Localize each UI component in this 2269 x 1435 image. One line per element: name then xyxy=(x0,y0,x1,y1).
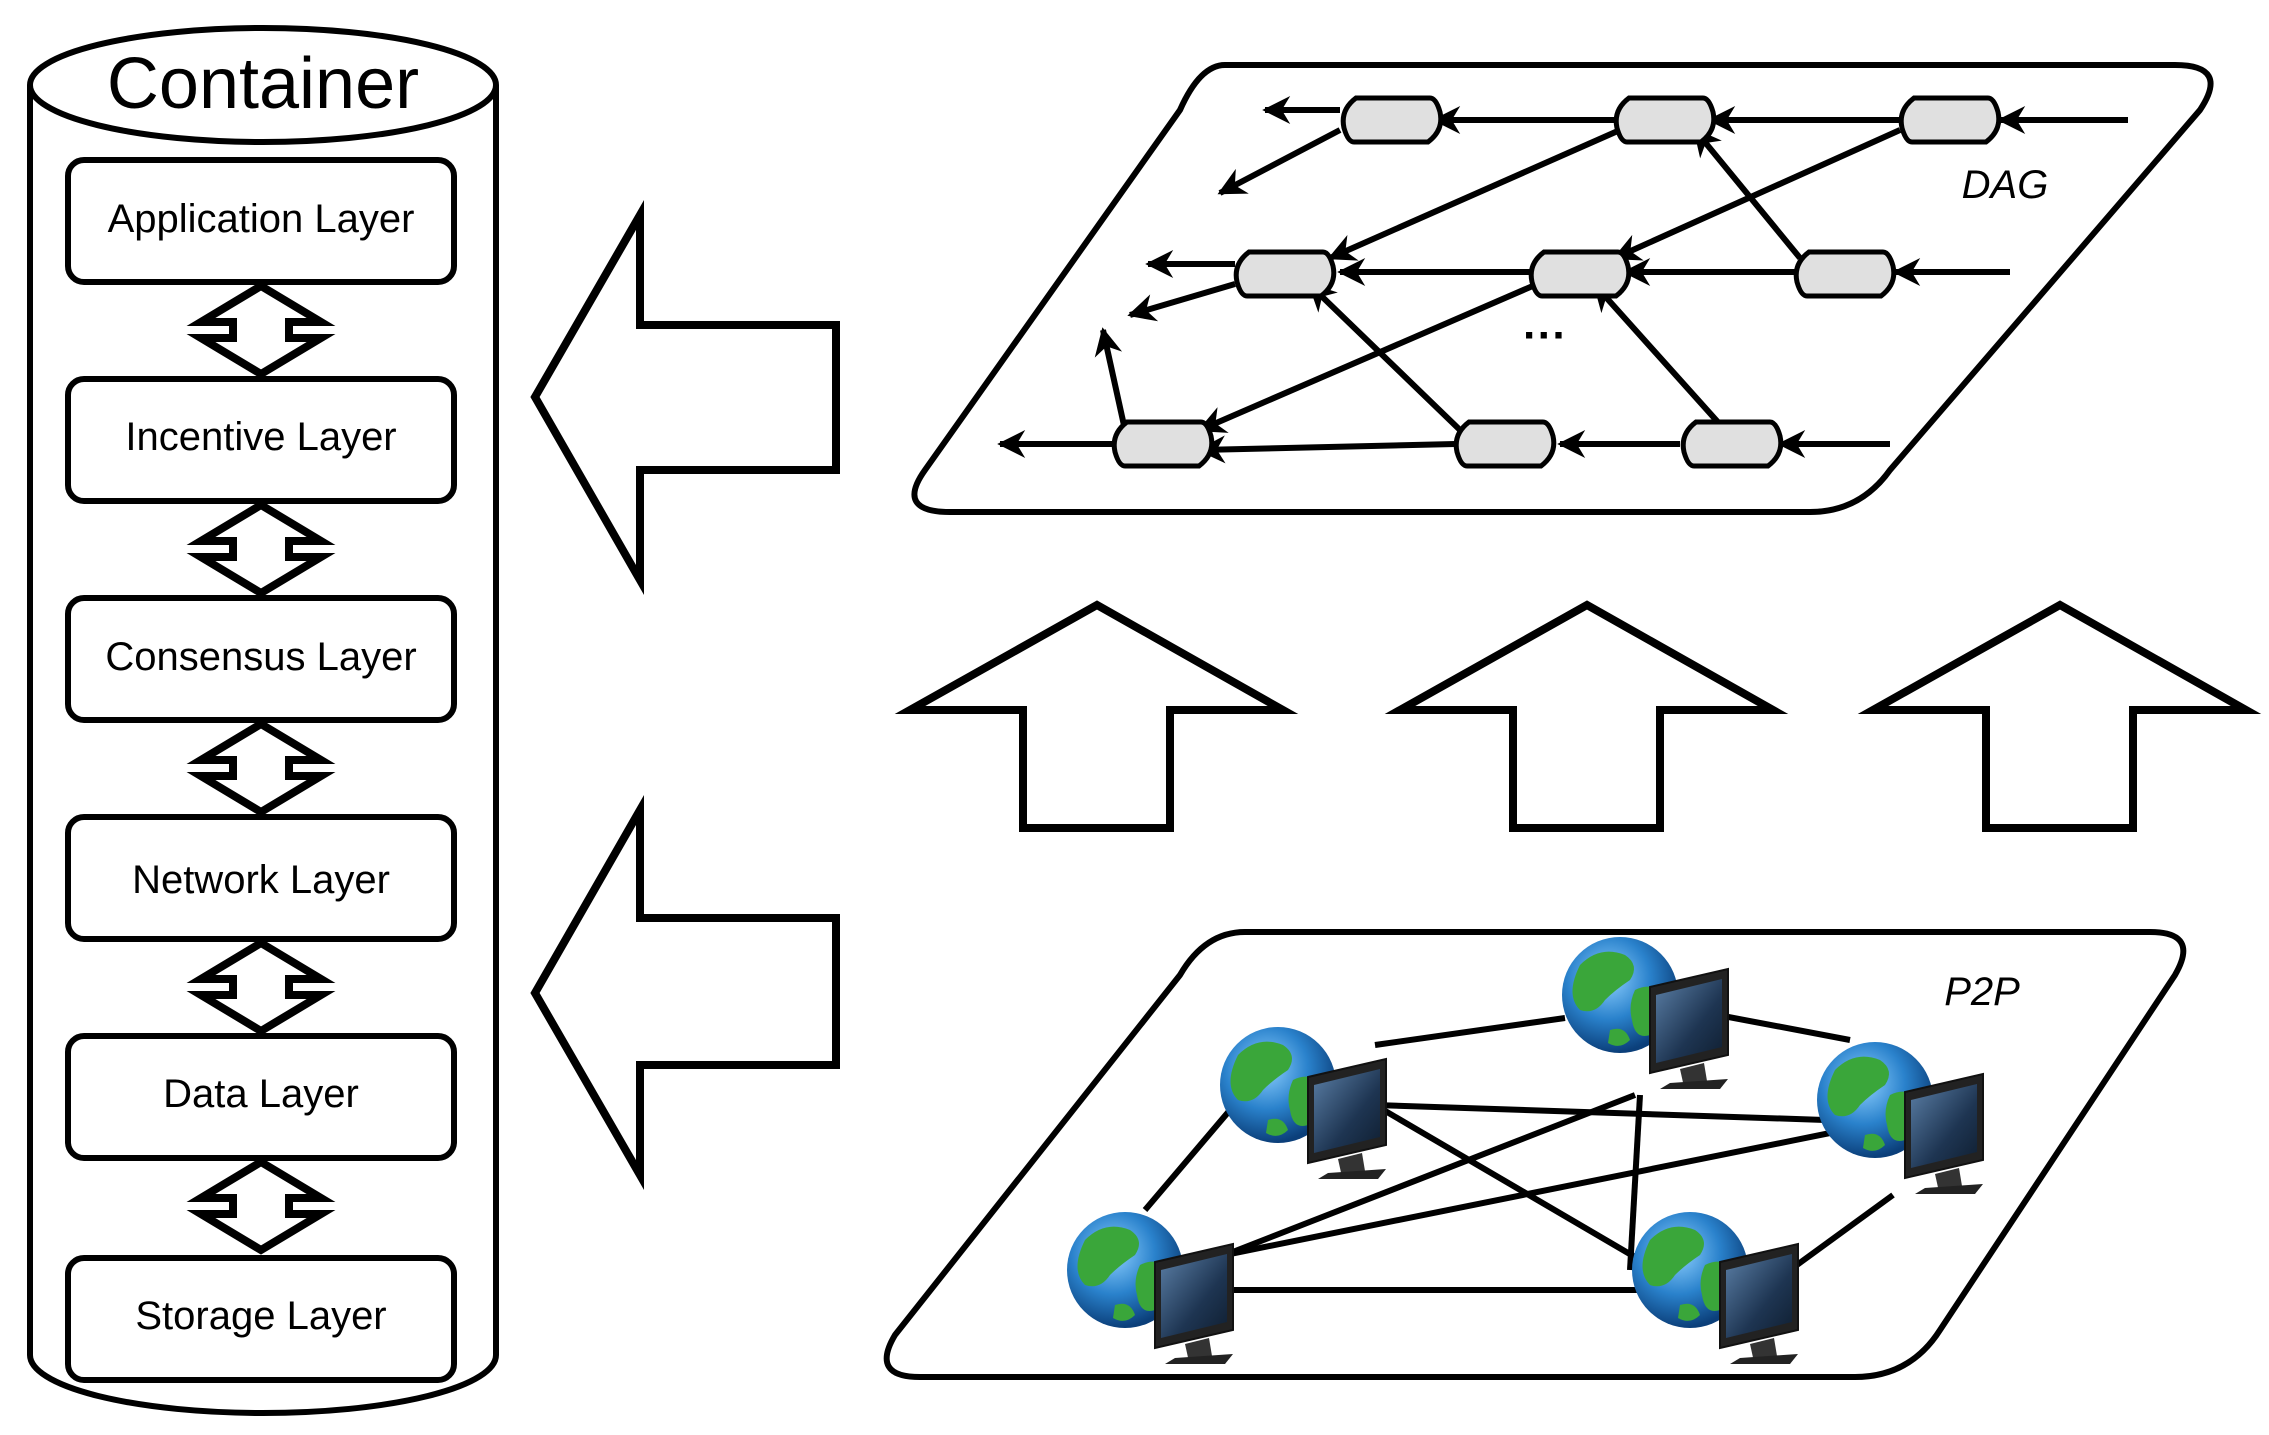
dag-node xyxy=(1236,252,1334,296)
dag-node xyxy=(1683,422,1781,466)
dag-node xyxy=(1616,98,1714,142)
double-arrow-icon xyxy=(186,281,336,379)
left-arrow-icon xyxy=(530,794,840,1190)
double-arrow-icon xyxy=(201,724,321,812)
double-arrow-icon xyxy=(201,1162,321,1250)
cylinder-top xyxy=(27,25,499,145)
p2p-links xyxy=(1142,1012,1895,1293)
layer-label: Network Layer xyxy=(132,858,390,902)
double-arrow-icon xyxy=(201,943,321,1031)
layer-incentive: Incentive Layer xyxy=(65,376,457,504)
dag-node xyxy=(1531,252,1629,296)
container-title: Container xyxy=(107,44,419,124)
dag-edges xyxy=(997,96,2128,464)
layer-label: Consensus Layer xyxy=(105,635,416,679)
dag-node xyxy=(1456,422,1554,466)
dag-ellipsis: ··· xyxy=(1523,311,1567,360)
left-arrow-icon xyxy=(530,200,840,596)
layer-label: Storage Layer xyxy=(135,1294,386,1338)
dag-node xyxy=(1343,98,1441,142)
double-arrow-icon xyxy=(201,505,321,593)
layer-label: Application Layer xyxy=(108,197,415,241)
p2p-panel: P2P xyxy=(883,929,2187,1380)
layer-network: Network Layer xyxy=(65,814,457,942)
layer-application: Application Layer xyxy=(65,157,457,285)
up-arrow-icon xyxy=(1384,600,1789,832)
dag-label: DAG xyxy=(1962,163,2049,207)
dag-node xyxy=(1901,98,1999,142)
layer-label: Incentive Layer xyxy=(125,415,396,459)
layer-stack: Application Layer Incentive Layer Consen… xyxy=(65,157,457,1383)
layer-storage: Storage Layer xyxy=(65,1255,457,1383)
dag-node xyxy=(1796,252,1894,296)
layer-connectors xyxy=(186,281,336,1250)
p2p-label: P2P xyxy=(1944,970,2020,1014)
container-cylinder: Container xyxy=(27,25,499,1416)
dag-node xyxy=(1114,422,1212,466)
layer-consensus: Consensus Layer xyxy=(65,595,457,723)
layer-data: Data Layer xyxy=(65,1033,457,1161)
up-arrow-icon xyxy=(894,600,1299,832)
layer-label: Data Layer xyxy=(163,1072,359,1116)
up-arrow-icon xyxy=(1857,600,2262,832)
dag-panel: DAG ··· xyxy=(911,62,2214,515)
